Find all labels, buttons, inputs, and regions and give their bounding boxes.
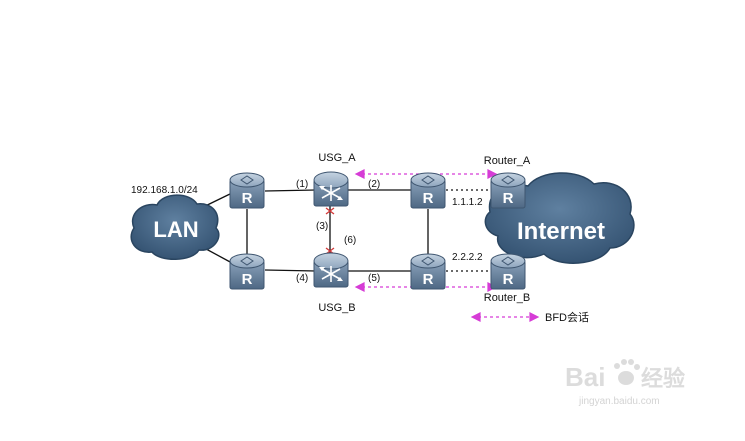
lan-subnet-label: 192.168.1.0/24 bbox=[131, 185, 198, 196]
link-label-2: (2) bbox=[368, 179, 380, 190]
bfd-session-top bbox=[354, 169, 498, 179]
router-wan-top-letter: R bbox=[423, 190, 434, 207]
router-a-letter: R bbox=[503, 190, 514, 207]
usg-a-firewall bbox=[313, 171, 349, 207]
router-wan-top bbox=[410, 172, 446, 209]
watermark-brand-suffix: 经验 bbox=[641, 366, 685, 391]
lan-cloud-label: LAN bbox=[153, 217, 198, 242]
router-lan-top bbox=[229, 172, 265, 209]
watermark-url: jingyan.baidu.com bbox=[578, 396, 660, 407]
router-lan-bottom-letter: R bbox=[242, 271, 253, 288]
router-wan-bottom-letter: R bbox=[423, 271, 434, 288]
usg-b-label: USG_B bbox=[318, 302, 355, 314]
router-b bbox=[490, 253, 526, 290]
router-a bbox=[490, 172, 526, 209]
link-label-6: (6) bbox=[344, 235, 356, 246]
link-label-1: (1) bbox=[296, 179, 308, 190]
router-lan-top-letter: R bbox=[242, 190, 253, 207]
router-b-label: Router_B bbox=[484, 292, 530, 304]
router-b-letter: R bbox=[503, 271, 514, 288]
baidu-watermark: Bai 经验 jingyan.baidu.com bbox=[565, 359, 685, 407]
router-a-label: Router_A bbox=[484, 155, 531, 167]
legend-bfd-arrow bbox=[470, 312, 540, 322]
usg-a-label: USG_A bbox=[318, 152, 356, 164]
internet-cloud-label: Internet bbox=[517, 218, 605, 245]
ip-label-top: 1.1.1.2 bbox=[452, 197, 483, 208]
link-label-3: (3) bbox=[316, 221, 328, 232]
link-label-5: (5) bbox=[368, 273, 380, 284]
router-wan-bottom bbox=[410, 253, 446, 290]
ip-label-bottom: 2.2.2.2 bbox=[452, 252, 483, 263]
router-lan-bottom bbox=[229, 253, 265, 290]
link-label-4: (4) bbox=[296, 273, 308, 284]
legend-bfd-label: BFD会话 bbox=[545, 311, 589, 324]
lan-cloud bbox=[130, 194, 220, 260]
usg-b-firewall bbox=[313, 252, 349, 288]
watermark-brand: Bai bbox=[565, 362, 605, 392]
paw-icon bbox=[614, 359, 640, 385]
